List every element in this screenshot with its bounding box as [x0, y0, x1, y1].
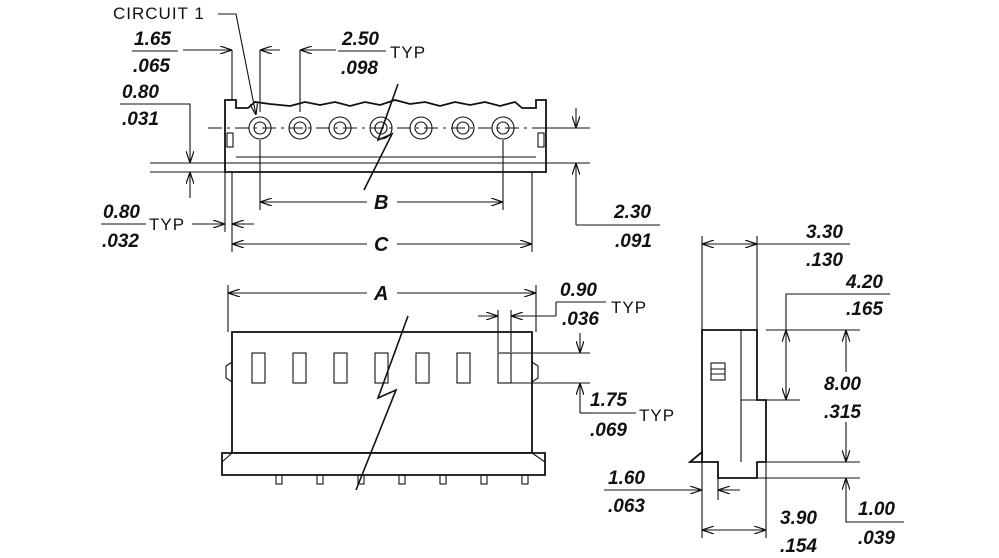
- side-window: [710, 362, 726, 381]
- dim-3-in: .031: [122, 109, 159, 130]
- dim-12-mm: 3.90: [780, 508, 817, 529]
- front-window: [292, 352, 307, 384]
- side-view: [664, 236, 860, 538]
- front-window: [456, 352, 471, 384]
- front-break-symbol: [355, 315, 409, 491]
- dim-4-mm: 0.80: [103, 202, 140, 223]
- dim-1-in: .065: [133, 56, 170, 77]
- leader-line: [785, 293, 840, 330]
- front-window: [251, 352, 266, 384]
- front-base-chamfer: [221, 452, 546, 463]
- dim-4-in: .032: [102, 231, 139, 252]
- dim-9-in: .165: [846, 299, 883, 320]
- dim-c-label: C: [374, 234, 389, 256]
- dim-11-mm: 1.60: [608, 468, 645, 489]
- dim-6-in: .036: [562, 309, 599, 330]
- top-side-tab-right: [537, 132, 545, 148]
- front-latch-left: [225, 361, 233, 383]
- front-window: [415, 352, 430, 384]
- circuit-leader: [218, 13, 256, 115]
- dim-a-label: A: [373, 283, 388, 305]
- dim-5-in: .091: [615, 231, 652, 252]
- fraction-bar: [555, 301, 606, 316]
- front-window: [497, 352, 512, 384]
- dim-1-mm: 1.65: [134, 29, 171, 50]
- front-windows: [251, 352, 512, 384]
- dim-6-mm: 0.90: [560, 280, 597, 301]
- dim-2-in: .098: [341, 58, 378, 79]
- dim-7-in: .069: [590, 420, 627, 441]
- front-latch-right: [531, 361, 539, 383]
- front-base: [221, 452, 546, 476]
- top-view: CIRCUIT 1: [113, 4, 606, 252]
- typ-label: TYP: [611, 298, 647, 317]
- dim-8-mm: 3.30: [806, 222, 843, 243]
- side-foot: [687, 450, 703, 463]
- front-pins: [275, 474, 529, 485]
- side-view-body: [701, 329, 767, 479]
- circuit-label: CIRCUIT 1: [113, 4, 205, 23]
- typ-label: TYP: [390, 43, 426, 62]
- dim-b-label: B: [374, 192, 388, 214]
- front-view-body: [231, 331, 533, 454]
- dim-13-mm: 1.00: [858, 499, 895, 520]
- dim-10-mm: 8.00: [824, 374, 861, 395]
- dim-8-in: .130: [806, 250, 843, 271]
- top-side-tab-left: [226, 132, 234, 148]
- dim-3-mm: 0.80: [122, 82, 159, 103]
- side-window-bars: [711, 368, 725, 375]
- front-window: [374, 352, 389, 384]
- top-break-symbol: [363, 83, 399, 191]
- dim-13-in: .039: [858, 528, 895, 549]
- dim-9-mm: 4.20: [845, 272, 883, 293]
- dim-5-mm: 2.30: [613, 202, 651, 223]
- dim-7-mm: 1.75: [590, 390, 627, 411]
- dim-2-mm: 2.50: [341, 29, 379, 50]
- dim-10-in: .315: [824, 402, 861, 423]
- front-view: [221, 285, 590, 491]
- dimension-labels: 1.65 .065 2.50 .098 TYP 0.80 .031 0.80 .…: [101, 29, 904, 557]
- front-window: [333, 352, 348, 384]
- fraction-bar: [120, 103, 191, 108]
- leader-line: [845, 500, 856, 523]
- typ-label: TYP: [639, 406, 675, 425]
- dim-12-in: .154: [780, 536, 817, 557]
- dim-11-in: .063: [608, 496, 645, 517]
- typ-label: TYP: [149, 215, 185, 234]
